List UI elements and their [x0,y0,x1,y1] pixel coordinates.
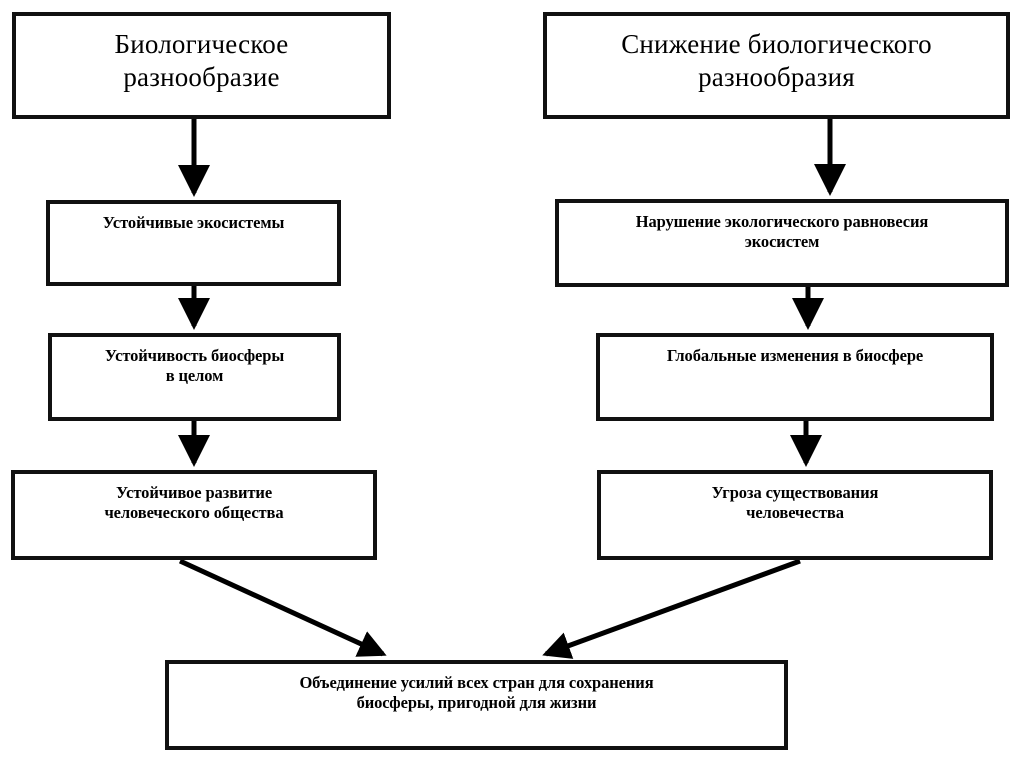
node-decline-of-biodiversity: Снижение биологического разнообразия [543,12,1010,119]
node-biosphere-stability: Устойчивость биосферы в целом [48,333,341,421]
node-unification-of-efforts: Объединение усилий всех стран для сохран… [165,660,788,750]
arrow-sustainable-development-to-unification [178,558,387,657]
node-threat-to-humanity: Угроза существования человечества [597,470,993,560]
arrow-threat-to-unification [542,558,801,659]
node-biodiversity: Биологическое разнообразие [12,12,391,119]
node-sustainable-development: Устойчивое развитие человеческого общест… [11,470,377,560]
node-stable-ecosystems: Устойчивые экосистемы [46,200,341,286]
node-global-changes-in-biosphere: Глобальные изменения в биосфере [596,333,994,421]
node-ecological-balance-disturbance: Нарушение экологического равновесия экос… [555,199,1009,287]
